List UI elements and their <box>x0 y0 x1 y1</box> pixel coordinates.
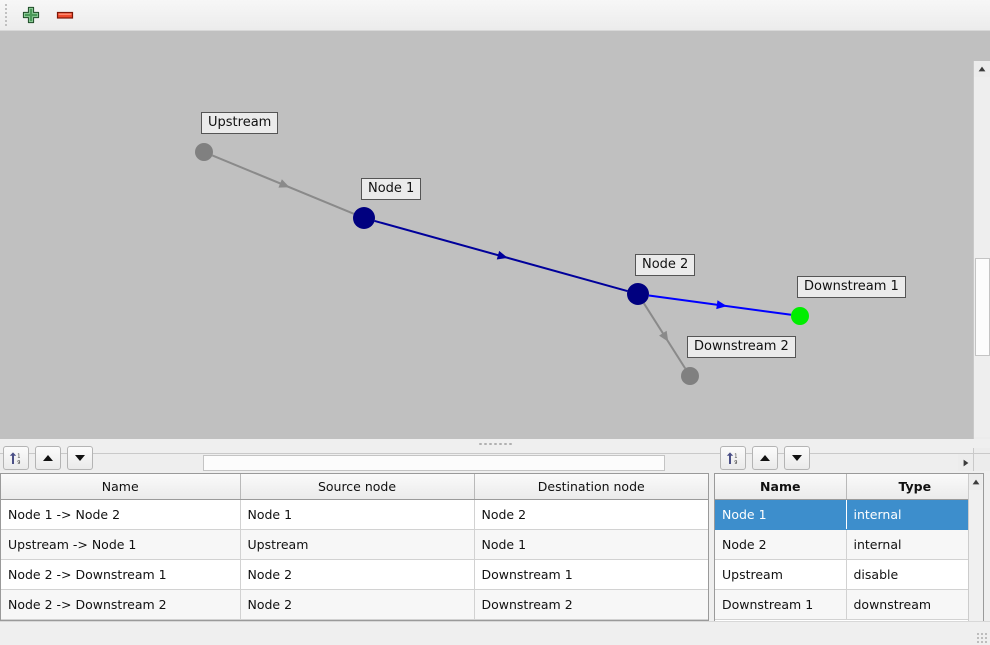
edges-table-cell: Downstream 1 <box>474 559 708 590</box>
graph-edge-arrow-node2-downstream1 <box>716 300 727 310</box>
triangle-down-icon <box>75 455 85 461</box>
canvas-horizontal-scrollbar-thumb[interactable] <box>203 455 665 471</box>
scroll-right-arrow[interactable] <box>958 454 974 471</box>
graph-node-node2[interactable] <box>627 283 649 305</box>
svg-text:9: 9 <box>17 460 20 466</box>
edges-table-cell: Upstream <box>240 529 475 560</box>
edges-table-column-header[interactable]: Name <box>1 474 241 500</box>
graph-node-downstream2[interactable] <box>681 367 699 385</box>
canvas-vertical-scrollbar[interactable] <box>973 61 990 453</box>
graph-node-downstream1[interactable] <box>791 307 809 325</box>
edges-table-cell: Node 2 <box>240 559 475 590</box>
nodes-table-cell: Downstream 1 <box>715 589 847 620</box>
edges-table-cell: Node 2 <box>474 499 708 530</box>
nodes-table-cell: downstream <box>846 589 983 620</box>
triangle-up-icon <box>978 66 986 72</box>
nodes-table-cell: internal <box>846 529 983 560</box>
edges-table-column-header[interactable]: Source node <box>240 474 475 500</box>
triangle-up-icon <box>760 455 770 461</box>
triangle-up-icon <box>43 455 53 461</box>
edges-table-cell: Node 2 -> Downstream 1 <box>1 559 241 590</box>
edges-table-cell: Node 1 <box>474 529 708 560</box>
scrollbar-corner <box>973 453 990 471</box>
add-node-button[interactable] <box>17 1 45 29</box>
graph-node-label-upstream[interactable]: Upstream <box>201 112 279 134</box>
sort-icon: 1 9 <box>726 451 737 466</box>
scroll-up-arrow[interactable] <box>969 474 982 490</box>
svg-text:1: 1 <box>734 453 737 459</box>
nodes-table-cell: Node 2 <box>715 529 847 560</box>
edges-move-up-button[interactable] <box>35 446 61 470</box>
edges-sort-button[interactable]: 1 9 <box>3 446 29 470</box>
edges-table-cell: Upstream -> Node 1 <box>1 529 241 560</box>
canvas-vertical-scrollbar-thumb[interactable] <box>975 258 990 356</box>
main-toolbar <box>0 0 990 31</box>
sort-icon: 1 9 <box>9 451 20 466</box>
window-resize-grip-icon[interactable] <box>976 632 988 644</box>
graph-edges-layer <box>211 154 792 369</box>
nodes-table-cell: internal <box>846 499 983 530</box>
graph-edge-arrow-node2-downstream2 <box>659 330 669 342</box>
edges-table-cell: Node 2 -> Downstream 2 <box>1 589 241 620</box>
minus-icon <box>56 11 74 19</box>
triangle-right-icon <box>963 459 969 466</box>
nodes-table-cell: disable <box>846 559 983 590</box>
nodes-table-column-header[interactable]: Type <box>846 474 983 500</box>
edges-table-column-header[interactable]: Destination node <box>474 474 708 500</box>
status-bar <box>0 621 990 645</box>
triangle-up-icon <box>972 479 979 485</box>
nodes-pane-toolbar: 1 9 <box>710 443 990 471</box>
edges-table-cell: Node 1 -> Node 2 <box>1 499 241 530</box>
nodes-move-down-button[interactable] <box>784 446 810 470</box>
nodes-sort-button[interactable]: 1 9 <box>720 446 746 470</box>
graph-edge-arrow-node1-node2 <box>496 250 508 260</box>
splitter-grip-icon <box>478 441 512 446</box>
edges-table-cell: Downstream 2 <box>474 589 708 620</box>
nodes-table-cell: Node 1 <box>715 499 847 530</box>
edges-move-down-button[interactable] <box>67 446 93 470</box>
nodes-table-scrollbar[interactable] <box>968 474 983 645</box>
graph-node-label-node1[interactable]: Node 1 <box>361 178 422 200</box>
edges-pane-toolbar: 1 9 <box>0 443 710 471</box>
edges-table-cell: Node 2 <box>240 589 475 620</box>
nodes-table-column-header[interactable]: Name <box>715 474 847 500</box>
triangle-down-icon <box>792 455 802 461</box>
toolbar-drag-grip[interactable] <box>3 4 13 26</box>
nodes-move-up-button[interactable] <box>752 446 778 470</box>
pane-splitter[interactable] <box>0 439 990 448</box>
graph-node-node1[interactable] <box>353 207 375 229</box>
edges-table-cell: Node 1 <box>240 499 475 530</box>
graph-node-label-downstream2[interactable]: Downstream 2 <box>687 336 796 358</box>
svg-text:1: 1 <box>17 453 20 459</box>
graph-node-label-downstream1[interactable]: Downstream 1 <box>797 276 906 298</box>
plus-icon <box>22 6 40 24</box>
graph-edge-arrow-upstream-node1 <box>278 179 290 188</box>
remove-node-button[interactable] <box>51 1 79 29</box>
graph-node-upstream[interactable] <box>195 143 213 161</box>
svg-text:9: 9 <box>734 460 737 466</box>
nodes-table-cell: Upstream <box>715 559 847 590</box>
graph-node-label-node2[interactable]: Node 2 <box>635 254 696 276</box>
scroll-up-arrow[interactable] <box>974 61 990 77</box>
